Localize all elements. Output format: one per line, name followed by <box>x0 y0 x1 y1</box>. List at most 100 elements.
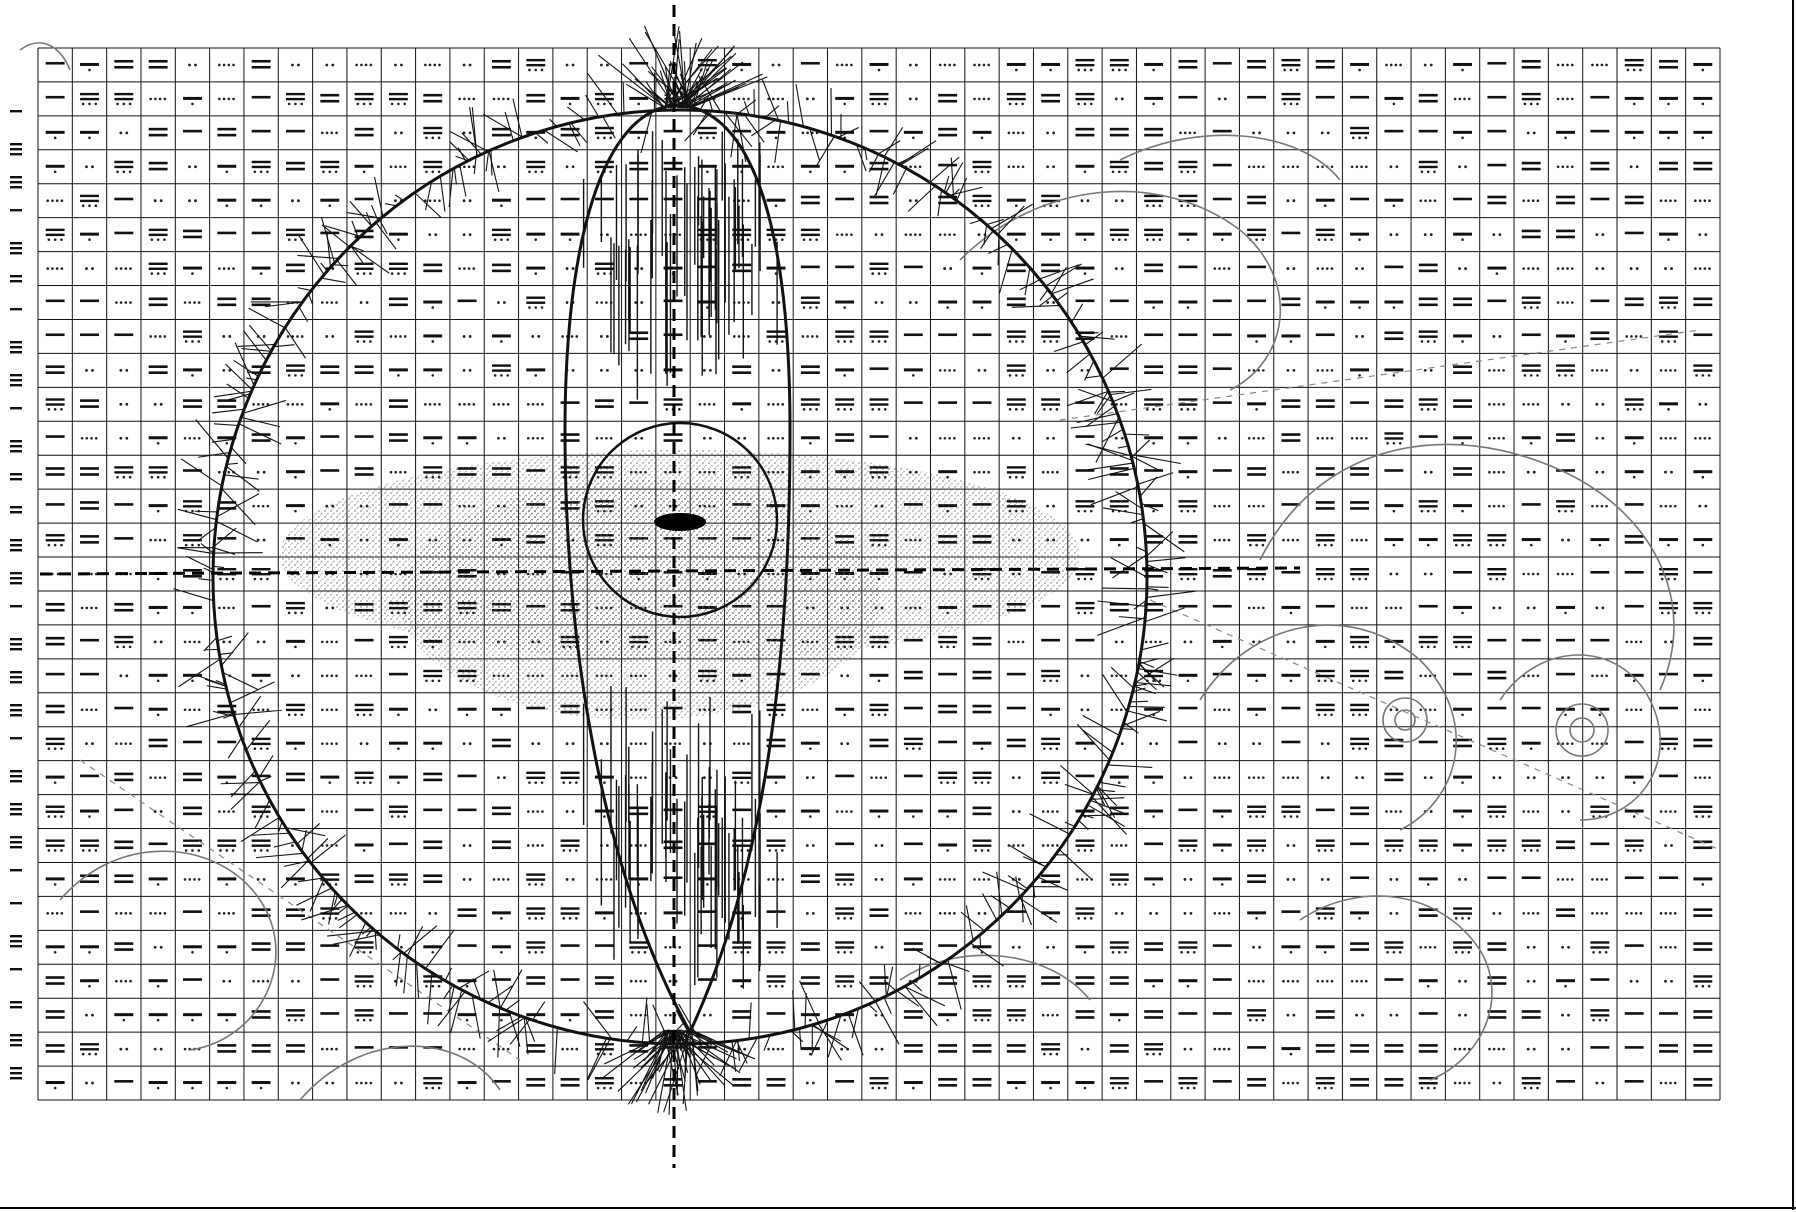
spike <box>1138 669 1177 676</box>
cell-dot <box>88 238 91 241</box>
cell-dot <box>1224 437 1227 440</box>
cell-bar <box>389 405 408 408</box>
cell-bar <box>1487 568 1506 570</box>
cell-bar <box>286 436 305 439</box>
cell-dot <box>424 403 427 406</box>
cell-dot <box>850 408 853 411</box>
cell-dot <box>1704 437 1707 440</box>
cell-dot <box>1015 103 1018 106</box>
cell-dot <box>1355 335 1358 338</box>
cell-bar <box>1693 1016 1712 1019</box>
cell-bar <box>1281 741 1300 744</box>
cell-bar <box>1693 942 1712 945</box>
cell-bar <box>183 130 202 133</box>
cell-dot <box>738 301 741 304</box>
cell-dot <box>1287 980 1290 983</box>
cell-bar <box>252 1016 271 1019</box>
cell-bar <box>355 639 374 642</box>
cell-dot <box>1214 708 1217 711</box>
cell-bar <box>1076 844 1095 846</box>
spike <box>982 872 1026 891</box>
cell-dot <box>1049 713 1052 716</box>
cell-dot <box>1358 69 1361 72</box>
cell-bar <box>1384 1084 1403 1087</box>
cell-dot <box>777 98 780 101</box>
cell-dot <box>1395 810 1398 813</box>
cell-dot <box>1249 578 1252 581</box>
cell-dot <box>609 1087 612 1090</box>
cell-dot <box>1043 408 1046 411</box>
cell-bar <box>870 810 889 813</box>
cell-dot <box>223 64 226 67</box>
cell-bar <box>1247 234 1266 236</box>
cell-dot <box>981 204 984 207</box>
cell-bar <box>1213 978 1232 981</box>
cell-dot <box>335 132 338 135</box>
cell-dot <box>1282 539 1285 542</box>
cell-dot <box>1292 165 1295 168</box>
cell-dot <box>946 1019 949 1022</box>
cell-dot <box>575 1048 578 1051</box>
cell-dot <box>291 64 294 67</box>
cell-dot <box>1221 815 1224 818</box>
cell-dot <box>572 810 575 813</box>
cell-bar <box>1625 776 1644 779</box>
swirl-circle <box>1383 698 1427 742</box>
cell-dot <box>433 403 436 406</box>
cell-bar <box>1007 1009 1026 1011</box>
cell-dot <box>1154 641 1157 644</box>
cell-dot <box>469 335 472 338</box>
cell-dot <box>1424 64 1427 67</box>
cell-dot <box>1125 675 1128 678</box>
cell-dot <box>1532 199 1535 202</box>
cell-dot <box>1365 578 1368 581</box>
cell-dot <box>1252 640 1255 643</box>
cell-dot <box>497 98 500 101</box>
cell-dot <box>1427 510 1430 513</box>
cell-dot <box>596 878 599 881</box>
cell-bar <box>1419 330 1438 332</box>
cell-dot <box>1698 505 1701 508</box>
cell-bar <box>1693 602 1712 604</box>
cell-bar <box>114 942 133 945</box>
cell-bar <box>1007 369 1026 371</box>
cell-dot <box>355 1082 358 1085</box>
cell-dot <box>1180 849 1183 852</box>
cell-bar <box>1076 134 1095 137</box>
cell-dot <box>978 878 981 881</box>
cell-dot <box>610 437 613 440</box>
cell-dot <box>1184 132 1187 135</box>
cell-bar <box>320 978 339 981</box>
tally-mark <box>10 1006 22 1008</box>
cell-dot <box>1257 980 1260 983</box>
cell-dot <box>878 815 881 818</box>
cell-dot <box>1021 1019 1024 1022</box>
cell-dot <box>536 403 539 406</box>
cell-bar <box>1419 335 1438 337</box>
cell-bar <box>114 840 133 843</box>
cell-bar <box>492 199 511 202</box>
cell-dot <box>1324 646 1327 649</box>
cell-dot <box>1223 1048 1226 1051</box>
cell-bar <box>423 1082 442 1084</box>
cell-dot <box>1595 403 1598 406</box>
cell-dot <box>466 1019 469 1022</box>
cell-dot <box>1532 403 1535 406</box>
cell-dot <box>1567 810 1570 813</box>
cell-bar <box>492 745 511 748</box>
cell-dot <box>1214 267 1217 270</box>
spike <box>1102 429 1123 441</box>
cell-bar <box>1178 1077 1197 1079</box>
cell-dot <box>1052 505 1055 508</box>
cell-dot <box>191 374 194 377</box>
cell-bar <box>1453 304 1472 307</box>
cell-bar <box>1076 607 1095 609</box>
cell-bar <box>80 200 99 202</box>
cell-dot <box>397 103 400 106</box>
cell-dot <box>1522 199 1525 202</box>
cell-bar <box>286 607 305 609</box>
cell-bar <box>1041 94 1060 97</box>
cell-dot <box>263 878 266 881</box>
cell-dot <box>1664 810 1667 813</box>
cell-dot <box>1498 233 1501 236</box>
